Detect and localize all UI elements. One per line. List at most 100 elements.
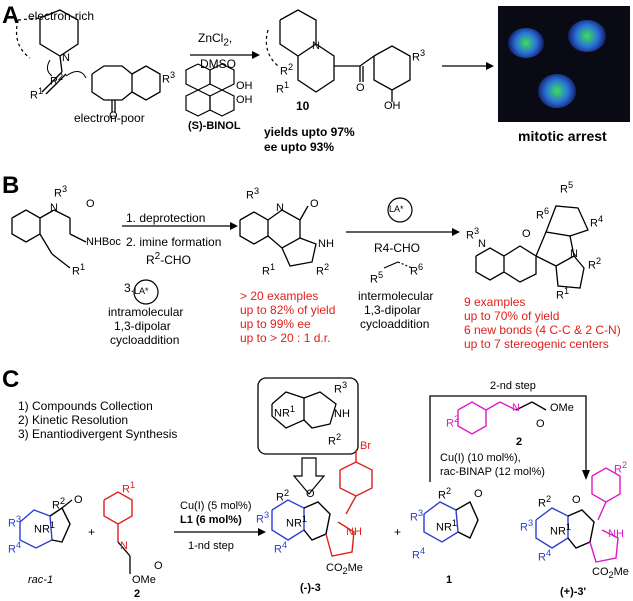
b-fp-n-label: N bbox=[478, 238, 486, 250]
dmso-label: DMSO bbox=[200, 57, 236, 71]
product-r1-label: R1 bbox=[276, 80, 290, 96]
b-step-2: 2. imine formation bbox=[126, 235, 222, 249]
c-plus-1: + bbox=[88, 525, 96, 539]
b-fp-n2-label: N bbox=[570, 248, 578, 260]
b-cycloaddition-2: cycloaddition bbox=[360, 317, 430, 331]
c-plus3-nh: NH bbox=[608, 528, 624, 540]
yields-label: yields upto 97% bbox=[264, 125, 355, 139]
c-one-r3: R3 bbox=[410, 508, 424, 524]
mitotic-arrest-label: mitotic arrest bbox=[518, 128, 607, 144]
c-minus3-label: (-)-3 bbox=[300, 582, 321, 594]
electron-poor-label: electron-poor bbox=[74, 111, 145, 125]
b-la-label-2: LA* bbox=[389, 204, 404, 214]
ee-label: ee upto 93% bbox=[264, 140, 335, 154]
c-plus3-r4: R4 bbox=[538, 548, 552, 564]
c-plus3-r2: R2 bbox=[538, 494, 552, 510]
c-step2-label: 2-nd step bbox=[490, 380, 536, 392]
b-sm-n-label: N bbox=[50, 202, 58, 214]
c-imine-label: 2 bbox=[134, 588, 141, 600]
c-rac1-r3: R3 bbox=[8, 514, 22, 530]
reactant-r1-label: R1 bbox=[30, 86, 44, 102]
b-intramolecular: intramolecular bbox=[108, 305, 184, 319]
b-result-2-3: up to 7 stereogenic centers bbox=[464, 337, 609, 351]
c-imine-r1: R1 bbox=[122, 480, 136, 496]
c-imine-n: N bbox=[120, 540, 128, 552]
b-step-1: 1. deprotection bbox=[126, 211, 206, 225]
panel-a-label: A bbox=[2, 2, 20, 29]
b-result-2-2: 6 new bonds (4 C-C & 2 C-N) bbox=[464, 323, 621, 337]
product-n-label: N bbox=[312, 40, 320, 52]
b-result-1-2: up to 99% ee bbox=[240, 317, 311, 331]
binol-oh2-label: OH bbox=[236, 94, 253, 106]
b-int-r3-label: R3 bbox=[246, 186, 260, 202]
c-step1-cu: Cu(I) (5 mol%) bbox=[180, 500, 252, 512]
b-sm-r3-label: R3 bbox=[54, 184, 68, 200]
c-minus3-r3: R3 bbox=[256, 510, 270, 526]
c-box-nr1: NR1 bbox=[274, 404, 295, 420]
product-o-label: O bbox=[356, 82, 365, 94]
c-minus3-co2me: CO2Me bbox=[326, 562, 363, 577]
b-la-label-1: LA* bbox=[134, 286, 149, 296]
panel-c-label: C bbox=[2, 366, 20, 393]
b-r5-label: R5 bbox=[370, 270, 384, 286]
c-box-nh: NH bbox=[334, 408, 350, 420]
c-minus3-o: O bbox=[306, 488, 315, 500]
b-fp-r2-label: R2 bbox=[588, 256, 602, 272]
c-rac1-r2: R2 bbox=[52, 496, 66, 512]
product-r3-label: R3 bbox=[412, 48, 426, 64]
b-aldehyde: R2-CHO bbox=[146, 251, 191, 267]
b-fp-r1-label: R1 bbox=[556, 286, 570, 302]
c-imine-ome: OMe bbox=[132, 574, 156, 586]
c-step2-cu: Cu(I) (10 mol%), bbox=[440, 452, 521, 464]
c-one-r4: R4 bbox=[412, 546, 426, 562]
c-step2-n: N bbox=[512, 402, 520, 414]
c-plus3-co2me: CO2Me bbox=[592, 566, 629, 581]
b-result-1-1: up to 82% of yield bbox=[240, 303, 336, 317]
b-result-2-1: up to 70% of yield bbox=[464, 309, 560, 323]
c-strategy-1: 1) Compounds Collection bbox=[18, 399, 153, 413]
b-r4cho: R4-CHO bbox=[374, 241, 421, 255]
c-plus3-o: O bbox=[572, 494, 581, 506]
c-plus-2: + bbox=[394, 525, 402, 539]
b-dipolar-1: 1,3-dipolar bbox=[114, 319, 171, 333]
c-plus3-nr1: NR1 bbox=[550, 522, 571, 538]
c-step2-o: O bbox=[536, 418, 545, 430]
electron-rich-label: electron-rich bbox=[28, 9, 95, 23]
c-minus3-r2: R2 bbox=[276, 488, 290, 504]
c-step2-binap: rac-BINAP (12 mol%) bbox=[440, 466, 545, 478]
c-imine-o: O bbox=[154, 560, 163, 572]
b-result-2-0: 9 examples bbox=[464, 295, 526, 309]
c-rac1-label: rac-1 bbox=[28, 574, 54, 586]
panel-b-label: B bbox=[2, 172, 20, 199]
c-plus3-r2-aryl: R2 bbox=[614, 460, 628, 476]
c-step2-ome: OMe bbox=[550, 402, 574, 414]
b-dipolar-2: 1,3-dipolar bbox=[364, 303, 421, 317]
c-plus3-r3: R3 bbox=[520, 518, 534, 534]
c-one-r2: R2 bbox=[438, 486, 452, 502]
binol-oh-label: OH bbox=[236, 80, 253, 92]
c-plus3-label: (+)-3' bbox=[560, 586, 587, 598]
c-one-nr1: NR1 bbox=[436, 518, 457, 534]
b-int-r1-label: R1 bbox=[262, 262, 276, 278]
b-sm-r1-label: R1 bbox=[72, 262, 86, 278]
mitotic-cells-image bbox=[498, 6, 630, 122]
b-fp-r5-label: R5 bbox=[560, 180, 574, 196]
c-strategy-2: 2) Kinetic Resolution bbox=[18, 413, 129, 427]
product-oh-label: OH bbox=[384, 100, 401, 112]
product-number: 10 bbox=[296, 99, 310, 113]
c-rac1-nr1: NR1 bbox=[34, 520, 55, 536]
c-one-label: 1 bbox=[446, 574, 453, 586]
reactant-r3-label: R3 bbox=[162, 70, 176, 86]
b-int-n-label: N bbox=[276, 202, 284, 214]
c-minus3-br: Br bbox=[360, 440, 371, 452]
c-step2-compound: 2 bbox=[516, 436, 523, 448]
b-int-r2-label: R2 bbox=[316, 262, 330, 278]
b-step-3: 3. bbox=[124, 281, 135, 295]
b-int-nh-label: NH bbox=[318, 238, 334, 250]
c-rac1-o: O bbox=[74, 494, 83, 506]
b-result-1-3: up to > 20 : 1 d.r. bbox=[240, 331, 331, 345]
reactant-n-label: N bbox=[62, 52, 70, 64]
